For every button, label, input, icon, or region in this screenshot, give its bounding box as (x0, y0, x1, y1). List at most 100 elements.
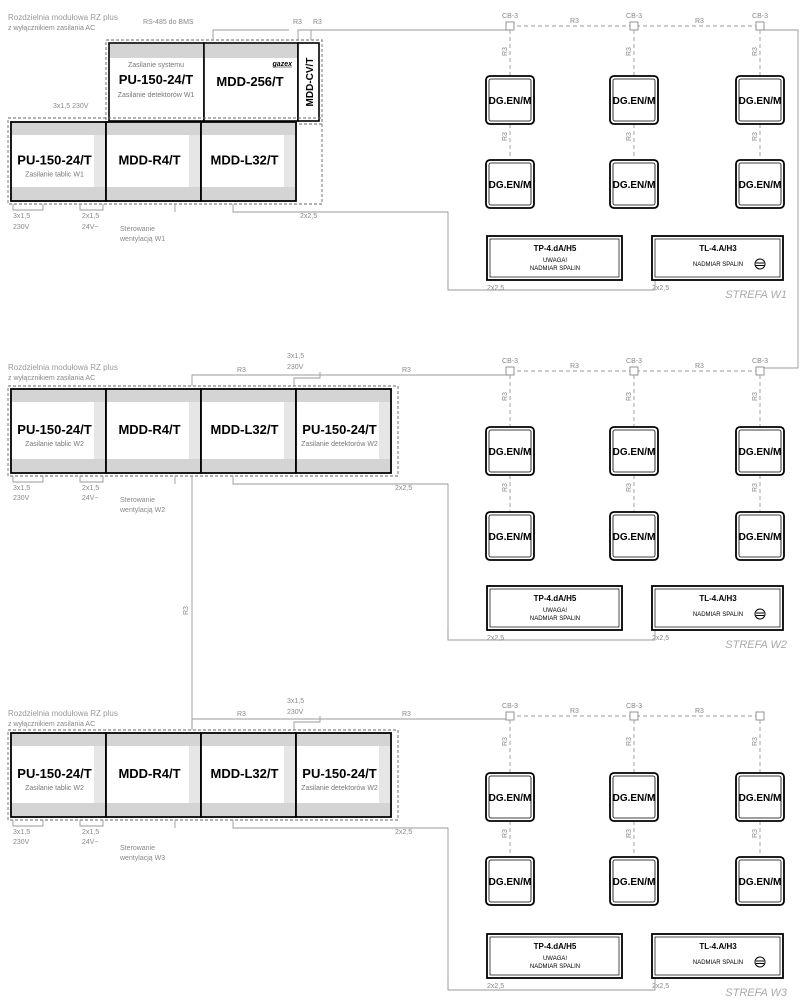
module-mdd-l32-t[interactable]: MDD-L32/T (200, 121, 297, 202)
module-top-label: Zasilanie systemu (128, 62, 184, 69)
module-pu-150[interactable]: Zasilanie systemu PU-150-24/T Zasilanie … (108, 42, 205, 122)
gas-detector[interactable]: DG.EN/M (609, 856, 659, 906)
cable-label: 2x1,5 (82, 213, 99, 220)
cable-label: 2x2,5 (300, 213, 317, 220)
lamp-icon (754, 258, 766, 270)
detector-label: DG.EN/M (613, 532, 656, 543)
r3-label: R3 (183, 606, 190, 615)
voltage-label: 230V (287, 364, 304, 371)
gas-detector[interactable]: DG.EN/M (485, 75, 535, 125)
module-name: PU-150-24/T (17, 153, 91, 168)
module-pu-150-24-t[interactable]: PU-150-24/T Zasilanie tablic W1 (10, 121, 107, 202)
gas-detector[interactable]: DG.EN/M (609, 511, 659, 561)
module-mdd-r4-t[interactable]: MDD-R4/T (105, 388, 202, 474)
detector-label: DG.EN/M (489, 96, 532, 107)
module-name: MDD-R4/T (118, 766, 180, 781)
detector-label: DG.EN/M (613, 180, 656, 191)
module-name: MDD-L32/T (211, 153, 279, 168)
power-label: 3x1,5 230V (53, 103, 89, 110)
gas-detector[interactable]: DG.EN/M (609, 772, 659, 822)
enclosure (7, 117, 323, 205)
r3-label: R3 (752, 483, 759, 492)
gas-detector[interactable]: DG.EN/M (735, 159, 785, 209)
r3-label: R3 (752, 829, 759, 838)
cable-label: 2x2,5 (487, 285, 504, 292)
detector-label: DG.EN/M (489, 532, 532, 543)
control-label: Sterowanie (120, 497, 155, 504)
power-label: 3x1,5 (287, 353, 304, 360)
enclosure (7, 729, 399, 821)
r3-label: R3 (237, 367, 246, 374)
cb-label: CB-3 (626, 358, 642, 365)
gas-detector[interactable]: DG.EN/M (735, 75, 785, 125)
r3-label: R3 (626, 132, 633, 141)
gazex-logo: gazex (272, 61, 294, 68)
module-mdd-r4-t[interactable]: MDD-R4/T (105, 121, 202, 202)
module-mdd-r4-t[interactable]: MDD-R4/T (105, 732, 202, 818)
voltage-label: 230V (287, 709, 304, 716)
gas-detector[interactable]: DG.EN/M (735, 426, 785, 476)
gas-detector[interactable]: DG.EN/M (609, 75, 659, 125)
lamp-icon (754, 608, 766, 620)
gas-detector[interactable]: DG.EN/M (609, 159, 659, 209)
voltage-label: 24V~ (82, 224, 99, 231)
r3-label: R3 (570, 708, 579, 715)
gas-detector[interactable]: DG.EN/M (735, 772, 785, 822)
board-text: NADMIAR SPALIN (530, 266, 580, 272)
gas-detector[interactable]: DG.EN/M (485, 159, 535, 209)
module-mdd-cv[interactable]: MDD-CV/T (297, 42, 320, 122)
gas-detector[interactable]: DG.EN/M (485, 426, 535, 476)
voltage-label: 24V~ (82, 495, 99, 502)
module-name: MDD-256/T (216, 74, 283, 89)
gas-detector[interactable]: DG.EN/M (485, 511, 535, 561)
r3-label: R3 (402, 367, 411, 374)
detector-label: DG.EN/M (489, 877, 532, 888)
module-mdd-l32-t[interactable]: MDD-L32/T (200, 388, 297, 474)
voltage-label: 230V (13, 839, 30, 846)
board-text: UWAGA! (543, 258, 567, 264)
r3-label: R3 (502, 47, 509, 56)
module-mdd-l32-t[interactable]: MDD-L32/T (200, 732, 297, 818)
bottom-wiring (12, 204, 656, 291)
cb-label: CB-3 (502, 358, 518, 365)
module-name: PU-150-24/T (17, 766, 91, 781)
board-name: TL-4.A/H3 (699, 244, 737, 253)
gas-detector[interactable]: DG.EN/M (485, 772, 535, 822)
detector-label: DG.EN/M (739, 877, 782, 888)
module-name: MDD-CV/T (305, 58, 316, 107)
detector-label: DG.EN/M (613, 877, 656, 888)
section-w3: Rozdzielnia modułowa RZ plus z wyłącznik… (7, 698, 656, 991)
gas-detector[interactable]: DG.EN/M (735, 856, 785, 906)
detector-label: DG.EN/M (613, 447, 656, 458)
module-sub-label: Zasilanie tablic W1 (25, 172, 84, 179)
power-label: 3x1,5 (13, 829, 30, 836)
detector-label: DG.EN/M (739, 532, 782, 543)
gas-detector[interactable]: DG.EN/M (735, 511, 785, 561)
module-mdd-256[interactable]: gazex MDD-256/T (203, 42, 299, 122)
module-sub-label: Zasilanie tablic W2 (25, 785, 84, 792)
detector-label: DG.EN/M (613, 96, 656, 107)
power-label: 3x1,5 (13, 485, 30, 492)
r3-label: R3 (570, 363, 579, 370)
cable-label: 2x1,5 (82, 485, 99, 492)
gas-detector[interactable]: DG.EN/M (485, 856, 535, 906)
voltage-label: 230V (13, 495, 30, 502)
r3-label: R3 (313, 19, 322, 26)
control-label: wentylacją W3 (119, 855, 165, 862)
module-pu-150-24-t[interactable]: PU-150-24/T Zasilanie tablic W2 (10, 732, 107, 818)
r3-label: R3 (293, 19, 302, 26)
junction-box (505, 366, 515, 376)
gas-detector[interactable]: DG.EN/M (609, 426, 659, 476)
section-subtitle: z wyłącznikiem zasilania AC (8, 375, 95, 382)
